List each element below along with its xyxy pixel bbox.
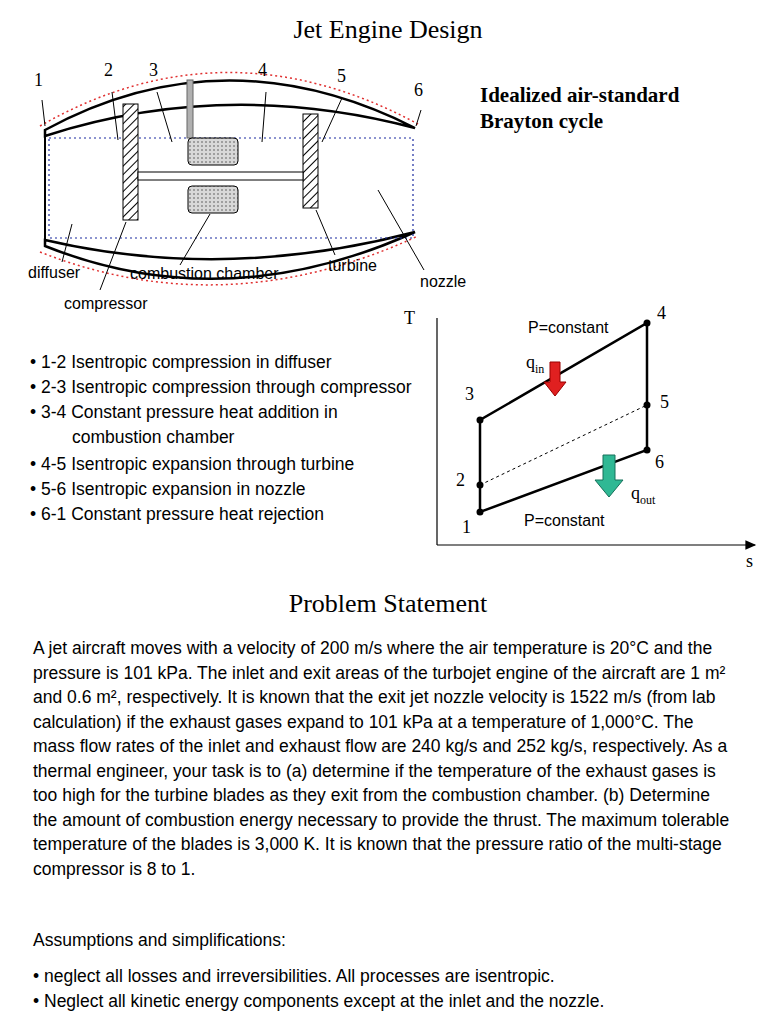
part-label: combustion chamber xyxy=(130,264,279,283)
process-bullet: • 2-3 Isentropic compression through com… xyxy=(30,375,412,400)
part-label: turbine xyxy=(328,256,377,275)
callout-number: 3 xyxy=(149,60,158,82)
part-label: nozzle xyxy=(420,272,466,291)
assumption-bullet: • Neglect all kinetic energy components … xyxy=(33,989,753,1014)
callout-number: 4 xyxy=(258,60,267,82)
assumption-bullet: • neglect all losses and irreversibiliti… xyxy=(33,964,753,989)
ts-diagram xyxy=(437,318,755,545)
callout-number: 1 xyxy=(34,70,43,92)
problem-text: A jet aircraft moves with a velocity of … xyxy=(33,636,738,881)
axis-label: T xyxy=(404,308,415,330)
section-heading: Problem Statement xyxy=(4,588,768,619)
state-number: 1 xyxy=(462,517,471,539)
state-number: 2 xyxy=(456,470,465,492)
pressure-label: P=constant xyxy=(528,318,609,337)
cycle-heading: Idealized air-standard Brayton cycle xyxy=(480,82,750,135)
heat-subscript: out xyxy=(640,493,655,507)
jet-engine xyxy=(40,72,424,290)
process-bullet: • 4-5 Isentropic expansion through turbi… xyxy=(30,452,354,477)
assumptions-heading: Assumptions and simplifications: xyxy=(33,928,738,953)
axis-label: s xyxy=(746,551,753,573)
process-bullet: • 3-4 Constant pressure heat addition in… xyxy=(30,400,402,449)
state-number: 4 xyxy=(657,303,666,325)
part-label: diffuser xyxy=(28,263,80,282)
page-title: Jet Engine Design xyxy=(4,14,768,45)
state-number: 6 xyxy=(655,452,664,474)
part-label: compressor xyxy=(64,294,148,313)
heat-subscript: in xyxy=(535,362,544,376)
callout-number: 2 xyxy=(104,60,113,82)
process-bullet: • 5-6 Isentropic expansion in nozzle xyxy=(30,477,306,502)
heat-symbol: q xyxy=(526,352,535,374)
process-bullet: • 6-1 Constant pressure heat rejection xyxy=(30,502,324,527)
callout-number: 6 xyxy=(414,80,423,102)
state-number: 3 xyxy=(465,384,474,406)
process-bullet: • 1-2 Isentropic compression in diffuser xyxy=(30,350,332,375)
pressure-label: P=constant xyxy=(524,511,605,530)
heat-symbol: q xyxy=(631,483,640,505)
state-number: 5 xyxy=(660,392,669,414)
callout-number: 5 xyxy=(337,66,346,88)
